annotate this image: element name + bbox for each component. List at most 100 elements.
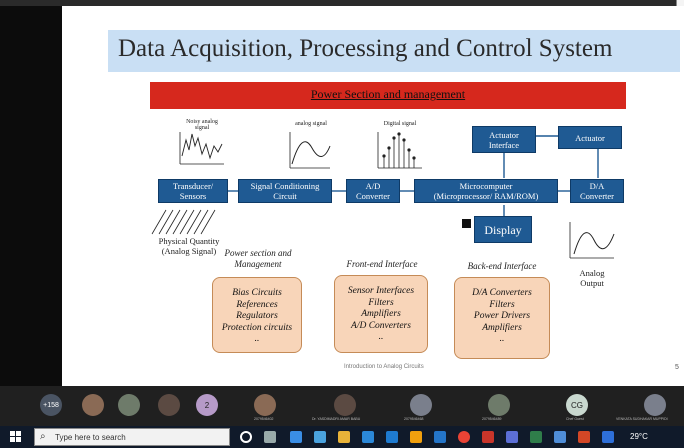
participant-initials-avatar[interactable]: CG <box>566 394 588 416</box>
app-icon[interactable] <box>506 431 518 443</box>
power-head-line1: Power section and <box>224 248 292 258</box>
participant-name: Dr. YASDIMADRI AMAR BABU <box>312 417 361 421</box>
power-banner-text: Power Section and management <box>310 87 466 101</box>
analog-output-label: Analog Output <box>570 268 614 288</box>
participant-avatar[interactable] <box>644 394 666 416</box>
windows-start-icon[interactable] <box>10 431 22 443</box>
file-explorer-icon[interactable] <box>338 431 350 443</box>
display-block: Display <box>474 216 532 243</box>
participant-count-badge-small[interactable]: 2 <box>196 394 218 416</box>
participant-avatar[interactable] <box>410 394 432 416</box>
analog-output-line1: Analog <box>579 268 605 278</box>
power-item: Bias Circuits <box>232 288 282 298</box>
participant-name: Chef Guest <box>566 417 584 421</box>
participant-avatar[interactable] <box>118 394 140 416</box>
front-end-heading: Front-end Interface <box>346 259 418 269</box>
app-icon[interactable] <box>530 431 542 443</box>
digital-signal-plot <box>377 132 422 169</box>
power-item: Protection circuits <box>221 322 293 333</box>
analog-output-plot <box>569 222 615 259</box>
power-banner: Power Section and management <box>150 82 626 109</box>
participant-avatar[interactable] <box>82 394 104 416</box>
powerpoint-icon[interactable] <box>578 431 590 443</box>
participant-count-badge[interactable]: +158 <box>40 394 62 416</box>
act-iface-line2: Interface <box>488 139 520 150</box>
noisy-signal-label: Noisy analog signal <box>180 119 224 131</box>
slide-title-bar: Data Acquisition, Processing and Control… <box>108 30 680 72</box>
back-item: D/A Converters <box>472 288 532 298</box>
search-placeholder: Type here to search <box>55 433 126 442</box>
front-item: Sensor Interfaces <box>347 286 415 296</box>
app-icon[interactable] <box>554 431 566 443</box>
back-end-box: D/A Converters Filters Power Drivers Amp… <box>454 277 550 359</box>
chrome-icon[interactable] <box>458 431 470 443</box>
signal-cond-line2: Circuit <box>273 191 297 201</box>
noisy-signal-plot <box>179 132 224 165</box>
physical-quantity-label: Physical Quantity (Analog Signal) <box>142 236 236 256</box>
slide-title: Data Acquisition, Processing and Control… <box>118 35 613 62</box>
participant-name: VENKATA SUDHAKAR MUPPIDI <box>616 417 668 421</box>
search-icon: ⌕ <box>40 431 46 442</box>
ad-line1: A/D <box>365 181 381 191</box>
micro-line2: (Microprocessor/ RAM/ROM) <box>433 191 539 201</box>
participant-name: 2079546468 <box>404 417 424 421</box>
power-section-heading: Power section and Management <box>212 248 304 270</box>
participant-name: 2079546489 <box>482 417 502 421</box>
physical-line2: (Analog Signal) <box>161 246 217 256</box>
participant-strip: +158 2 2079546402 Dr. YASDIMADRI AMAR BA… <box>0 386 684 426</box>
weather-widget[interactable]: 29°C <box>630 432 648 441</box>
taskbar-search-box[interactable]: ⌕ Type here to search <box>34 428 230 446</box>
participant-avatar[interactable] <box>158 394 180 416</box>
microcomputer-block: Microcomputer(Microprocessor/ RAM/ROM) <box>414 179 558 203</box>
pdf-icon[interactable] <box>482 431 494 443</box>
front-item: Amplifiers <box>361 309 401 319</box>
power-item: References <box>236 299 278 310</box>
transducer-block: Transducer/Sensors <box>158 179 228 203</box>
slide-page-number: 5 <box>675 364 679 371</box>
app-icon[interactable] <box>386 431 398 443</box>
back-item: .. <box>499 334 505 344</box>
slide-footer: Introduction to Analog Circuits <box>344 364 424 370</box>
front-item: .. <box>378 332 384 342</box>
store-icon[interactable] <box>314 431 326 443</box>
analog-output-line2: Output <box>580 278 604 288</box>
app-icon[interactable] <box>602 431 614 443</box>
front-item: A/D Converters <box>351 320 411 331</box>
block-diagram-graphics <box>151 132 615 259</box>
app-icon[interactable] <box>410 431 422 443</box>
actuator-block: Actuator <box>558 126 622 149</box>
app-icon[interactable] <box>362 431 374 443</box>
power-item: .. <box>254 334 260 344</box>
edge-icon[interactable] <box>290 431 302 443</box>
back-item: Power Drivers <box>473 311 531 321</box>
transducer-line1: Transducer/ <box>172 181 214 191</box>
participant-name: 2079546402 <box>254 417 274 421</box>
da-line1: D/A <box>589 181 605 191</box>
shared-slide: Data Acquisition, Processing and Control… <box>62 6 684 386</box>
analog-signal-label: analog signal <box>295 121 327 127</box>
participant-avatar[interactable] <box>254 394 276 416</box>
actuator-label: Actuator <box>575 132 605 143</box>
participant-avatar[interactable] <box>488 394 510 416</box>
meeting-top-strip <box>0 0 684 6</box>
noisy-label-line1: Noisy analog <box>186 119 218 125</box>
cortana-icon[interactable] <box>240 431 252 443</box>
ad-line2: Converter <box>356 191 390 201</box>
mail-icon[interactable] <box>434 431 446 443</box>
da-line2: Converter <box>580 191 614 201</box>
bullet-square <box>462 219 471 228</box>
digital-signal-label: Digital signal <box>383 121 417 127</box>
front-end-box: Sensor Interfaces Filters Amplifiers A/D… <box>334 275 428 353</box>
sensor-arrows <box>151 209 216 235</box>
back-item: Amplifiers <box>482 322 522 333</box>
physical-line1: Physical Quantity <box>158 236 220 246</box>
micro-line1: Microcomputer <box>459 181 513 191</box>
task-view-icon[interactable] <box>264 431 276 443</box>
participant-avatar[interactable] <box>334 394 356 416</box>
analog-signal-plot <box>289 132 331 169</box>
power-head-line2: Management <box>234 259 282 269</box>
signal-cond-line1: Signal Conditioning <box>250 181 320 191</box>
